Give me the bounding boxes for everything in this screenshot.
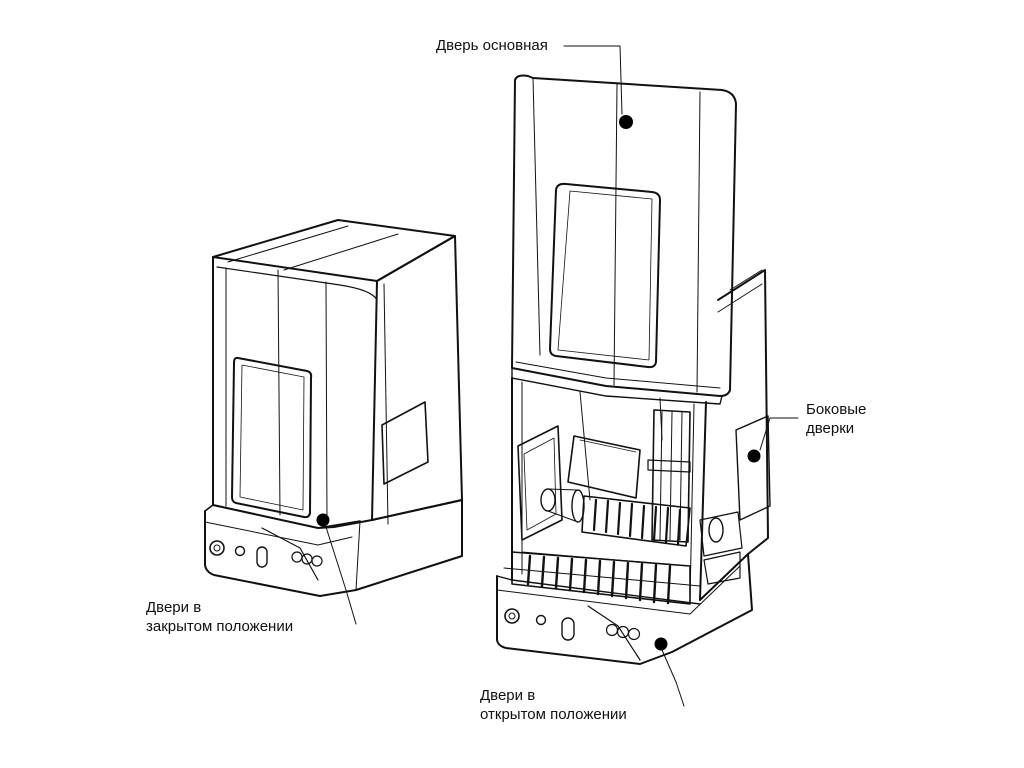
indicator-light (627, 627, 641, 641)
leader-doors-closed (325, 526, 357, 625)
key-switch (535, 614, 547, 626)
leader-main-door (563, 45, 623, 115)
marker-doors-open (654, 637, 668, 651)
leader-lines (325, 45, 799, 707)
label-side-doors-line2: дверки (806, 420, 855, 437)
label-main-door-text: Дверь основная (436, 37, 548, 54)
marker-doors-closed (316, 513, 330, 527)
rocker-switch (256, 546, 268, 568)
leader-side-doors (759, 417, 799, 451)
machine-closed (204, 219, 463, 597)
emergency-stop-knob (504, 608, 520, 624)
label-main-door: Дверь основная (436, 36, 548, 55)
label-side-doors: Боковые дверки (806, 400, 866, 438)
indicator-light (291, 551, 303, 563)
label-doors-open-line2: открытом положении (480, 706, 627, 723)
rocker-switch (561, 617, 575, 641)
indicator-light (616, 625, 630, 639)
indicator-light (301, 553, 313, 565)
label-doors-open-line1: Двери в (480, 687, 536, 704)
leader-doors-open (661, 649, 685, 707)
label-doors-closed-line1: Двери в (146, 599, 202, 616)
label-doors-open: Двери в открытом положении (480, 686, 627, 724)
indicator-light (311, 555, 323, 567)
indicator-light (605, 623, 619, 637)
label-doors-closed: Двери в закрытом положении (146, 598, 293, 636)
emergency-stop-knob (209, 540, 225, 556)
marker-side-doors (747, 449, 761, 463)
marker-main-door (619, 115, 633, 129)
label-doors-closed-line2: закрытом положении (146, 618, 294, 635)
key-switch (234, 545, 246, 557)
machine-open (496, 74, 771, 665)
rotary-chuck (540, 488, 556, 512)
label-side-doors-line1: Боковые (806, 401, 867, 418)
